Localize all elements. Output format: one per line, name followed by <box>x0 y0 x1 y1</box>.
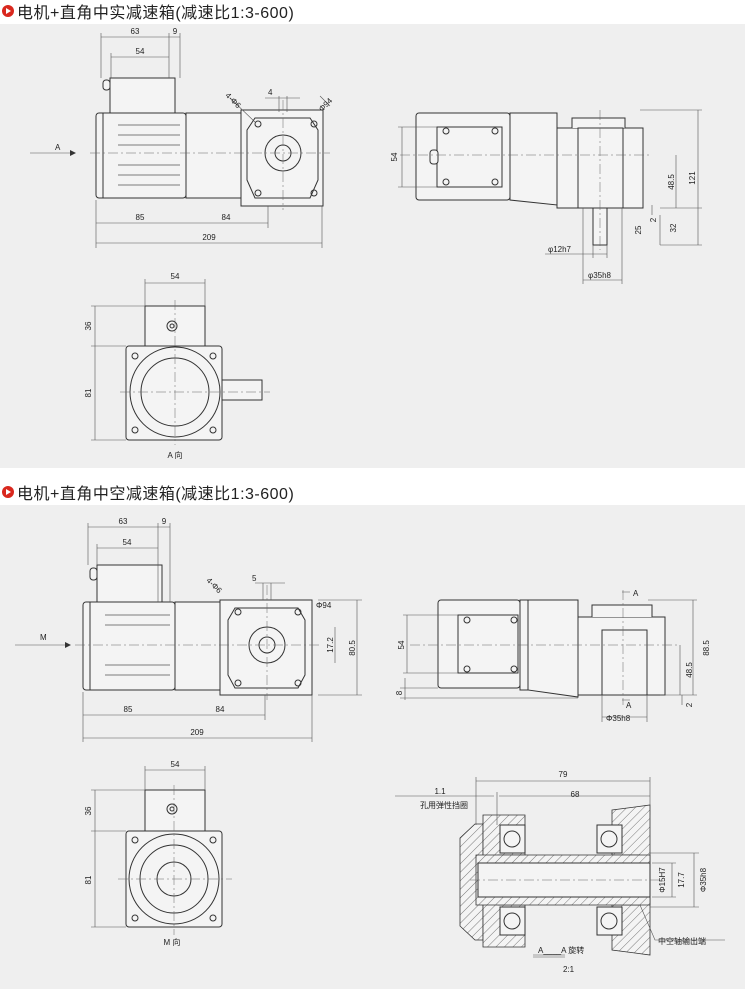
dim-85: 85 <box>124 705 133 714</box>
section-marker-a-bottom: A <box>626 701 632 710</box>
dim-85: 85 <box>136 213 145 222</box>
dim-54: 54 <box>136 47 145 56</box>
dim-2: 2 <box>649 217 658 222</box>
side-view-hollow: 63 9 54 4-Φ6 5 Φ94 M 17.2 80.5 85 84 209 <box>15 517 362 742</box>
dim-81: 81 <box>84 388 93 397</box>
dim-48-5: 48.5 <box>685 662 694 678</box>
dim-flange-35h8: φ35h8 <box>588 271 612 280</box>
view-arrow-label: A <box>55 143 61 152</box>
dim-1-1: 1.1 <box>434 787 446 796</box>
dim-121: 121 <box>688 171 697 185</box>
dim-63: 63 <box>131 27 140 36</box>
section-title-solid-shaft: 电机+直角中实减速箱(减速比1:3-600) <box>2 0 294 22</box>
dim-36: 36 <box>84 806 93 815</box>
dim-79: 79 <box>559 770 568 779</box>
front-view-hollow: 54 36 81 M 向 <box>84 760 232 947</box>
dim-32: 32 <box>669 223 678 232</box>
dim-54: 54 <box>123 538 132 547</box>
play-bullet-icon <box>2 486 14 498</box>
dim-88-5: 88.5 <box>702 640 711 656</box>
section-view-hollow-shaft: 79 1.1 68 孔用弹性挡圈 Φ15H7 17.7 Φ35h8 中空轴输出端… <box>395 770 725 974</box>
dim-54: 54 <box>390 152 399 161</box>
dim-2: 2 <box>685 702 694 707</box>
dim-81: 81 <box>84 875 93 884</box>
dim-25: 25 <box>634 225 643 234</box>
title-text: 电机+直角中空减速箱(减速比1:3-600) <box>17 486 295 503</box>
dim-68: 68 <box>571 790 580 799</box>
side-view-solid: 63 9 54 4-Φ6 4 Φ94 A 85 84 209 <box>30 27 335 248</box>
dim-48-5: 48.5 <box>667 174 676 190</box>
dim-54: 54 <box>171 760 180 769</box>
view-caption: A 向 <box>167 450 182 460</box>
dim-flange-35h8: Φ35h8 <box>699 867 708 892</box>
dim-84: 84 <box>222 213 231 222</box>
dim-shaft-12h7: φ12h7 <box>548 245 572 254</box>
dim-54: 54 <box>171 272 180 281</box>
dim-209: 209 <box>190 728 204 737</box>
section-marker-a-top: A <box>633 589 639 598</box>
section-scale: 2:1 <box>563 965 575 974</box>
dim-holes: 4-Φ6 <box>205 576 224 595</box>
dim-17-2: 17.2 <box>326 637 335 653</box>
dim-flange-35h8: Φ35h8 <box>606 714 631 723</box>
dim-5: 5 <box>252 574 257 583</box>
dim-36: 36 <box>84 321 93 330</box>
dim-9: 9 <box>162 517 167 526</box>
dim-bore-15h7: Φ15H7 <box>658 867 667 893</box>
play-bullet-icon <box>2 5 14 17</box>
view-caption: M 向 <box>164 937 181 947</box>
dim-phi94: Φ94 <box>316 601 332 610</box>
dim-17-7: 17.7 <box>677 872 686 888</box>
dim-80-5: 80.5 <box>348 640 357 656</box>
dim-63: 63 <box>119 517 128 526</box>
dim-9: 9 <box>173 27 178 36</box>
label-circlip: 孔用弹性挡圈 <box>420 800 468 810</box>
view-arrow-label: M <box>40 633 47 642</box>
dim-84: 84 <box>216 705 225 714</box>
dim-4: 4 <box>268 88 273 97</box>
label-hollow-output: 中空轴输出端 <box>658 936 706 946</box>
dim-54: 54 <box>397 640 406 649</box>
title-text: 电机+直角中实减速箱(减速比1:3-600) <box>17 5 295 22</box>
right-view-solid: 54 48.5 121 2 25 32 φ12h7 φ35h8 <box>390 109 702 284</box>
section-title-hollow-shaft: 电机+直角中空减速箱(减速比1:3-600) <box>2 481 294 503</box>
dim-8: 8 <box>395 690 404 695</box>
dim-209: 209 <box>202 233 216 242</box>
right-view-hollow: A 54 8 88.5 48.5 2 A Φ35h8 <box>395 589 711 723</box>
section-label: A____A 旋转 <box>538 945 584 955</box>
front-view-solid: 54 36 81 A 向 <box>84 272 270 460</box>
dim-phi94: Φ94 <box>317 96 335 114</box>
